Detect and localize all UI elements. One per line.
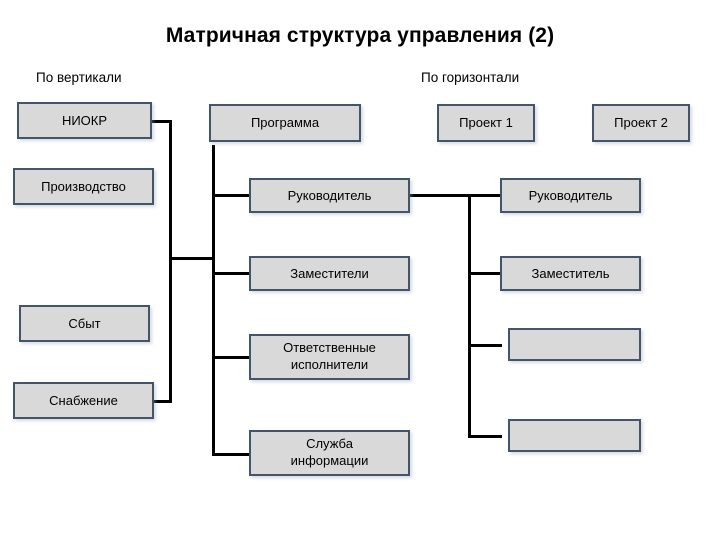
- box-line-1: Ответственные: [283, 340, 376, 356]
- box-snabzhenie[interactable]: Снабжение: [13, 382, 154, 419]
- connector-niokr-to-bracket: [150, 120, 172, 123]
- box-programma[interactable]: Программа: [209, 104, 361, 142]
- page-title: Матричная структура управления (2): [165, 24, 555, 47]
- connector-project1-to-zamestitel: [468, 272, 502, 275]
- box-programma-rukovoditel[interactable]: Руководитель: [249, 178, 410, 213]
- box-niokr[interactable]: НИОКР: [17, 102, 152, 139]
- box-proekt1-rukovoditel[interactable]: Руководитель: [500, 178, 641, 213]
- connector-program-to-sluzhba: [212, 453, 252, 456]
- connector-left-bracket-vertical: [169, 120, 172, 403]
- box-proizvodstvo[interactable]: Производство: [13, 168, 154, 205]
- connector-program-to-otvetstvennye: [212, 356, 252, 359]
- connector-program-to-zamestiteli: [212, 272, 252, 275]
- connector-bracket-to-program-spine: [169, 257, 215, 260]
- box-line-2: информации: [290, 453, 369, 468]
- box-proekt1-zamestitel[interactable]: Заместитель: [500, 256, 641, 291]
- box-proekt-2[interactable]: Проект 2: [592, 104, 690, 142]
- box-programma-zamestiteli[interactable]: Заместители: [249, 256, 410, 291]
- box-line-1: Служба: [306, 436, 353, 452]
- box-programma-otvetstvennye-ispolniteli[interactable]: Ответственные исполнители: [249, 334, 410, 380]
- column-header-vertical: По вертикали: [36, 70, 122, 85]
- box-proekt-1[interactable]: Проект 1: [437, 104, 535, 142]
- box-line-2: исполнители: [290, 357, 369, 372]
- connector-program-spine: [212, 145, 215, 456]
- connector-program-head-to-project-head: [410, 194, 500, 197]
- box-programma-sluzhba-informacii[interactable]: Служба информации: [249, 430, 410, 476]
- connector-project1-spine: [468, 194, 471, 438]
- box-proekt1-empty-2[interactable]: [508, 419, 641, 452]
- box-proekt1-empty-1[interactable]: [508, 328, 641, 361]
- column-header-horizontal: По горизонтали: [421, 70, 520, 85]
- connector-project1-to-box3: [468, 344, 502, 347]
- connector-program-to-rukovoditel: [212, 194, 252, 197]
- box-sbyt[interactable]: Сбыт: [19, 305, 150, 342]
- connector-bracket-to-snabzhenie: [153, 400, 172, 403]
- connector-project1-to-box4: [468, 435, 502, 438]
